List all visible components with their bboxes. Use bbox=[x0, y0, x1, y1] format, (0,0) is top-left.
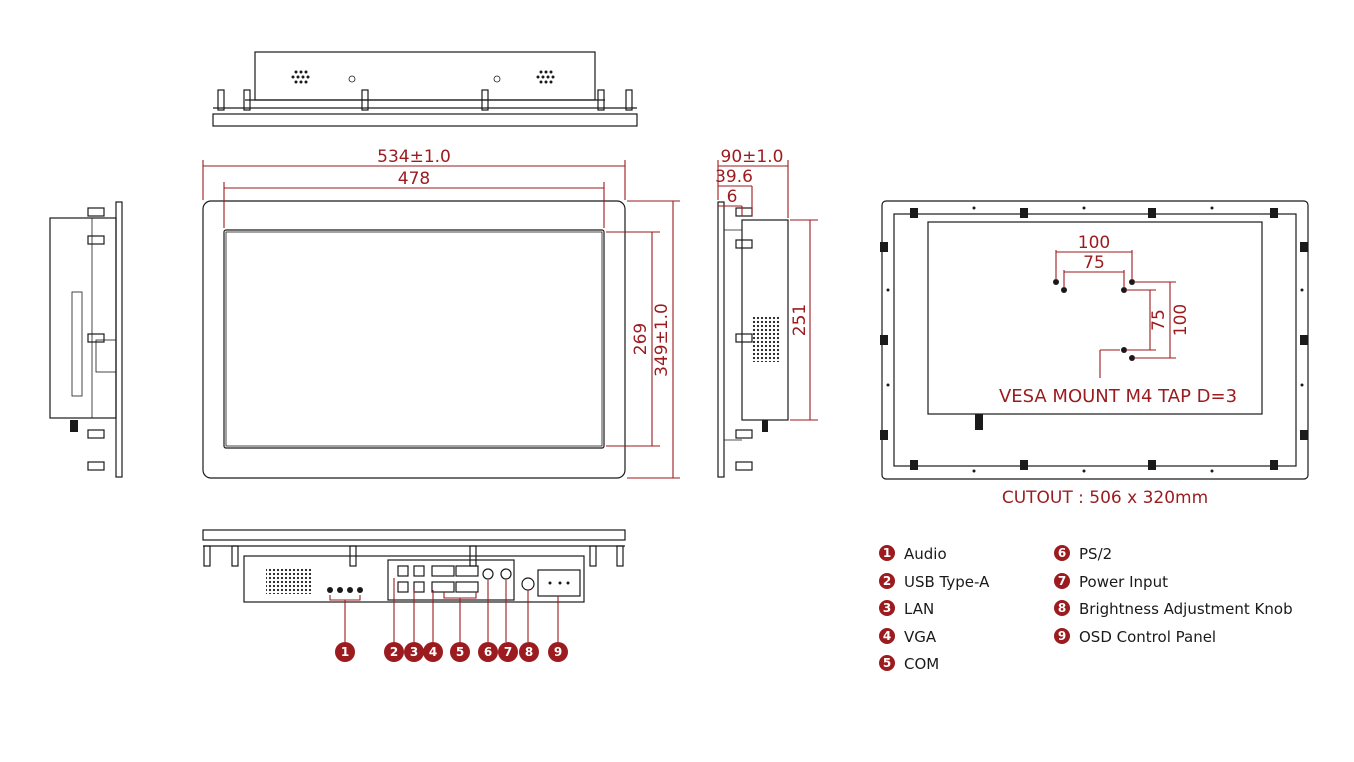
side-dimensions bbox=[717, 160, 818, 421]
cutout-label: CUTOUT : 506 x 320mm bbox=[1002, 488, 1208, 508]
side-vent-grid bbox=[752, 316, 780, 362]
dim-body-height: 251 bbox=[790, 304, 810, 336]
callout-badge-6: 6 bbox=[478, 642, 498, 662]
svg-text:USB Type-A: USB Type-A bbox=[904, 573, 990, 591]
svg-text:5: 5 bbox=[883, 656, 891, 670]
legend: 1 Audio 2 USB Type-A 3 LAN 4 VGA 5 COM 6… bbox=[879, 545, 1293, 673]
svg-text:1: 1 bbox=[341, 645, 349, 659]
top-view bbox=[212, 51, 638, 127]
right-side-view bbox=[717, 201, 789, 478]
svg-text:3: 3 bbox=[410, 645, 418, 659]
callout-badge-8: 8 bbox=[519, 642, 539, 662]
callout-badge-1: 1 bbox=[335, 642, 355, 662]
svg-text:4: 4 bbox=[429, 645, 437, 659]
vesa-vertical-outer: 100 bbox=[1171, 304, 1191, 336]
svg-text:PS/2: PS/2 bbox=[1079, 545, 1112, 563]
dim-depth-body: 39.6 bbox=[715, 167, 753, 187]
svg-text:Brightness Adjustment Knob: Brightness Adjustment Knob bbox=[1079, 600, 1293, 618]
vesa-horizontal-inner: 75 bbox=[1083, 253, 1105, 273]
vesa-holes bbox=[1053, 279, 1135, 361]
svg-text:8: 8 bbox=[1058, 601, 1066, 615]
legend-item-osd-panel: 9 OSD Control Panel bbox=[1054, 628, 1216, 646]
dim-depth-total: 90±1.0 bbox=[721, 147, 784, 167]
svg-text:1: 1 bbox=[883, 546, 891, 560]
vesa-dimensions bbox=[1055, 250, 1176, 378]
callout-badge-5: 5 bbox=[450, 642, 470, 662]
svg-text:Power Input: Power Input bbox=[1079, 573, 1168, 591]
legend-item-audio: 1 Audio bbox=[879, 545, 947, 563]
svg-text:7: 7 bbox=[504, 645, 512, 659]
front-view bbox=[202, 200, 626, 479]
dim-depth-bezel: 6 bbox=[727, 187, 738, 207]
vesa-horizontal-outer: 100 bbox=[1078, 233, 1110, 253]
legend-item-brightness-knob: 8 Brightness Adjustment Knob bbox=[1054, 600, 1293, 618]
legend-item-vga: 4 VGA bbox=[879, 628, 937, 646]
svg-text:3: 3 bbox=[883, 601, 891, 615]
svg-text:COM: COM bbox=[904, 655, 939, 673]
legend-item-power-input: 7 Power Input bbox=[1054, 573, 1168, 591]
legend-item-lan: 3 LAN bbox=[879, 600, 934, 618]
callout-badge-7: 7 bbox=[498, 642, 518, 662]
svg-text:5: 5 bbox=[456, 645, 464, 659]
legend-item-com: 5 COM bbox=[879, 655, 939, 673]
callout-badge-2: 2 bbox=[384, 642, 404, 662]
callout-leaders bbox=[329, 578, 559, 642]
rear-view bbox=[880, 200, 1309, 480]
svg-text:LAN: LAN bbox=[904, 600, 934, 618]
svg-text:VGA: VGA bbox=[904, 628, 937, 646]
svg-text:2: 2 bbox=[883, 574, 891, 588]
svg-text:9: 9 bbox=[1058, 629, 1066, 643]
svg-text:4: 4 bbox=[883, 629, 891, 643]
svg-text:OSD Control Panel: OSD Control Panel bbox=[1079, 628, 1216, 646]
legend-item-usb: 2 USB Type-A bbox=[879, 573, 990, 591]
svg-text:7: 7 bbox=[1058, 574, 1066, 588]
svg-text:6: 6 bbox=[1058, 546, 1066, 560]
svg-text:9: 9 bbox=[554, 645, 562, 659]
dim-overall-height: 349±1.0 bbox=[652, 303, 672, 377]
svg-text:Audio: Audio bbox=[904, 545, 947, 563]
dim-screen-width: 478 bbox=[398, 169, 430, 189]
front-dimensions bbox=[202, 160, 680, 479]
dim-overall-width: 534±1.0 bbox=[377, 147, 451, 167]
svg-text:2: 2 bbox=[390, 645, 398, 659]
vesa-label: VESA MOUNT M4 TAP D=3 bbox=[999, 386, 1237, 407]
left-side-view bbox=[49, 201, 123, 478]
svg-text:8: 8 bbox=[525, 645, 533, 659]
dim-screen-height: 269 bbox=[631, 323, 651, 355]
legend-item-ps2: 6 PS/2 bbox=[1054, 545, 1112, 563]
callout-badge-3: 3 bbox=[404, 642, 424, 662]
callout-badge-9: 9 bbox=[548, 642, 568, 662]
svg-text:6: 6 bbox=[484, 645, 492, 659]
vesa-vertical-inner: 75 bbox=[1149, 309, 1169, 331]
callout-badge-4: 4 bbox=[423, 642, 443, 662]
